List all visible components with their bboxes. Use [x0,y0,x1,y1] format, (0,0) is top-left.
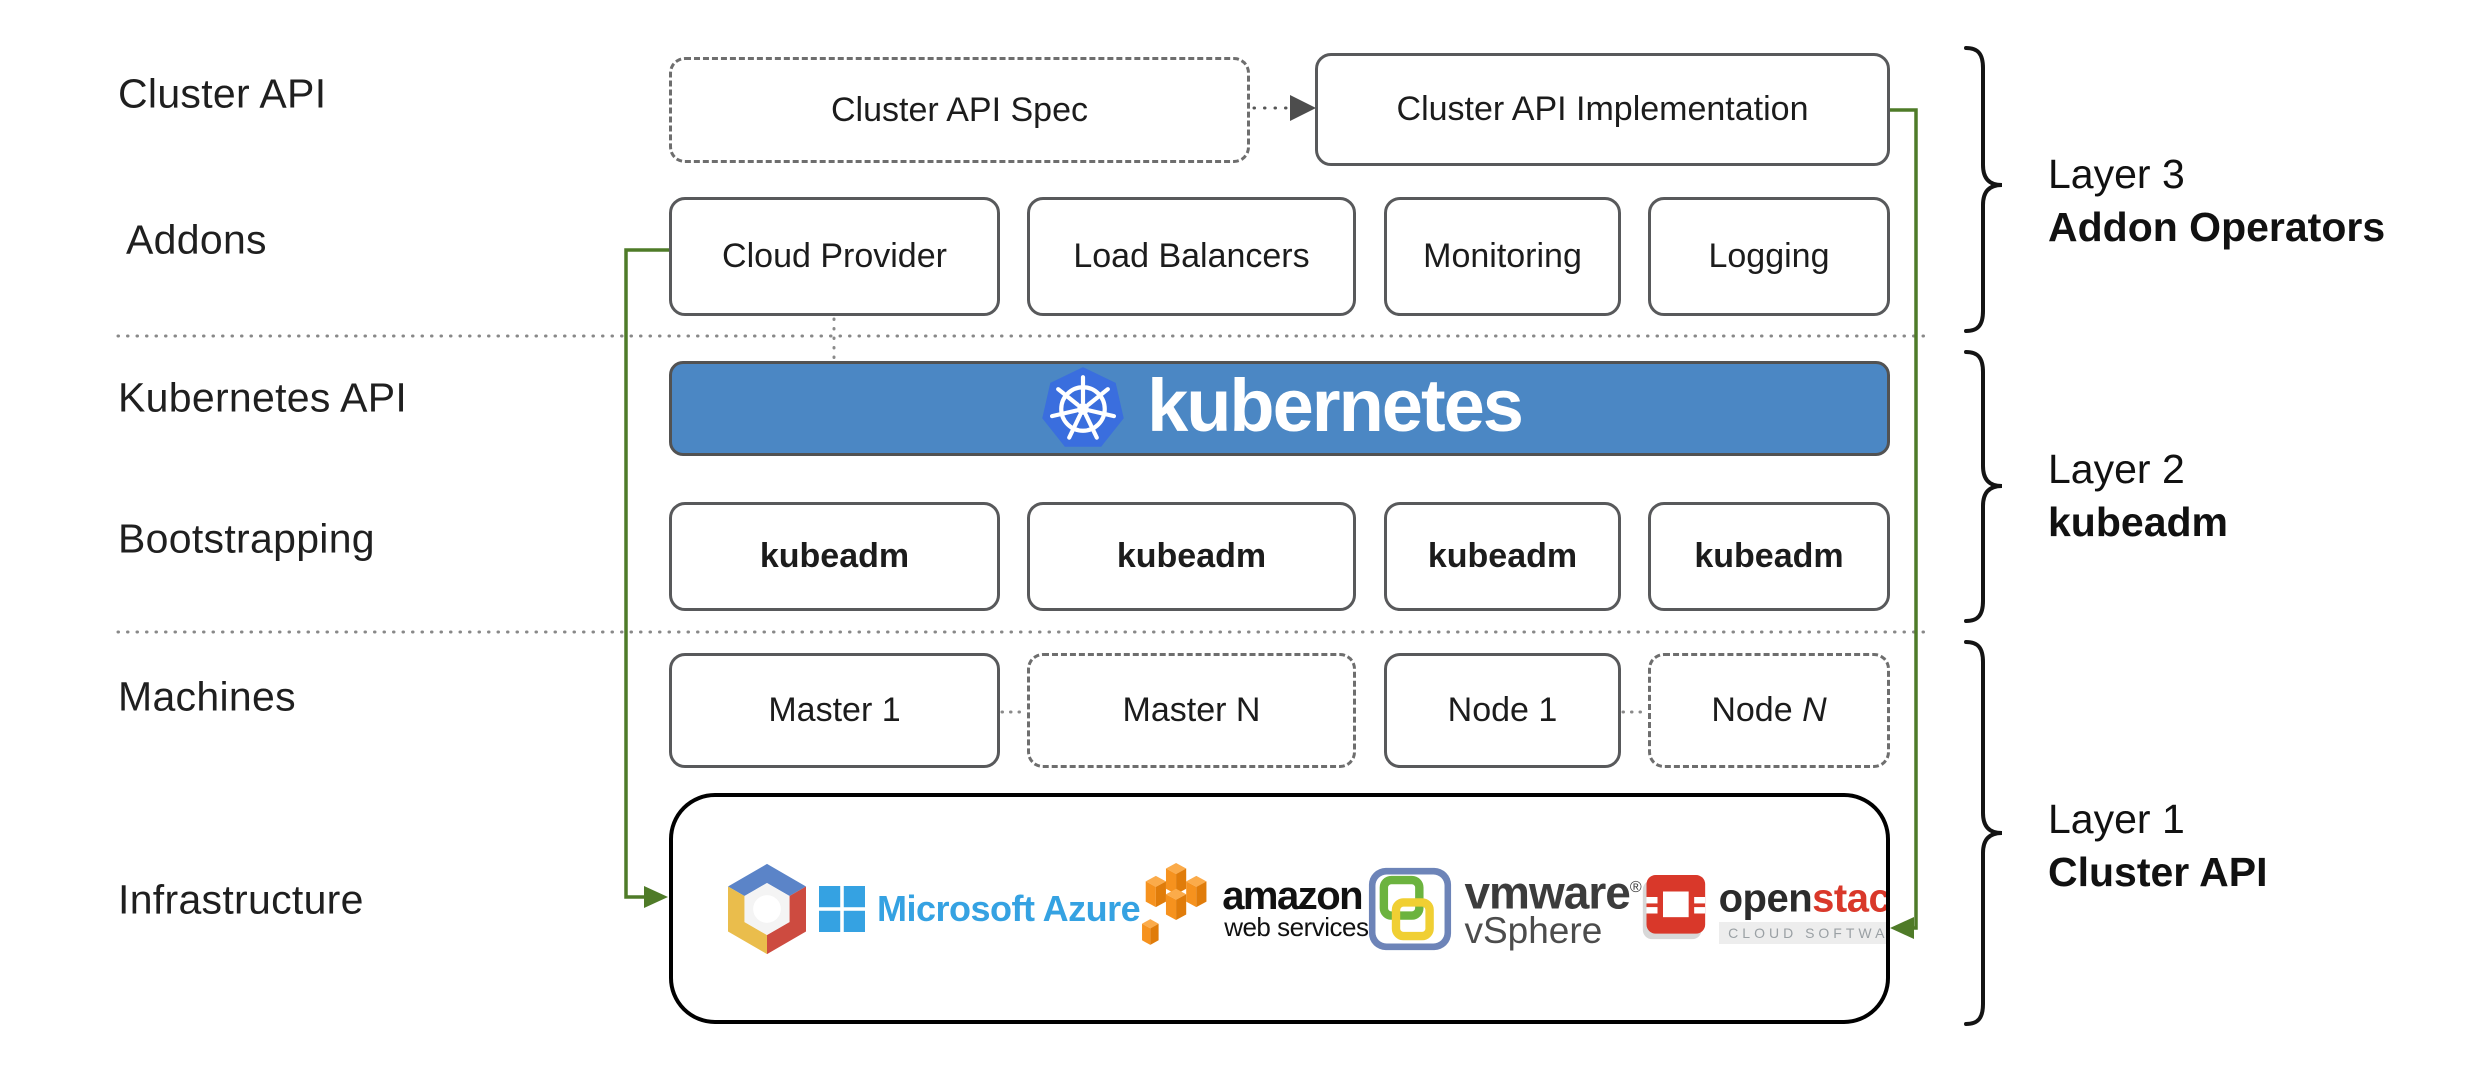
machine-box-node-1: Node 1 [1384,653,1621,768]
row-label-addons: Addons [126,216,267,263]
layer-3-title: Layer 3 [2048,151,2185,197]
layer-3-subtitle: Addon Operators [2048,204,2386,250]
addon-label: Load Balancers [1073,237,1310,275]
kubeadm-label: kubeadm [1427,537,1578,575]
layer-2-brace [1964,350,2003,623]
kubernetes-banner: kubernetes [669,361,1890,456]
addon-box-load-balancers: Load Balancers [1027,197,1356,316]
machine-label: Node N [1711,691,1827,729]
web-services-wordmark: web services [1224,911,1369,942]
row-label-kubernetes-api: Kubernetes API [118,374,408,421]
addon-label: Cloud Provider [722,237,947,275]
green-connector-right-arrowhead [1890,917,1914,939]
machine-box-master-n: Master N [1027,653,1356,768]
kubeadm-box-1: kubeadm [669,502,1000,611]
kubernetes-wheel-icon [1042,366,1124,447]
machine-label: Node 1 [1447,691,1558,729]
addon-box-cloud-provider: Cloud Provider [669,197,1000,316]
row-label-machines: Machines [118,673,296,720]
cluster-api-spec-label: Cluster API Spec [830,90,1088,129]
addon-box-monitoring: Monitoring [1384,197,1621,316]
machine-box-master-1: Master 1 [669,653,1000,768]
kubeadm-box-4: kubeadm [1648,502,1890,611]
amazon-web-services-logo: amazon web services [1140,862,1369,955]
google-cloud-icon [728,863,806,954]
cluster-api-implementation-label: Cluster API Implementation [1396,90,1809,128]
microsoft-azure-logo: Microsoft Azure [819,885,1141,932]
openstack-cloud-software-tagline: CLOUD SOFTWARE [1718,922,1886,945]
aws-cubes-icon [1142,862,1207,945]
row-label-infrastructure: Infrastructure [118,876,364,923]
addon-box-logging: Logging [1648,197,1890,316]
openstack-icon [1642,875,1705,940]
kubeadm-label: kubeadm [1694,537,1844,575]
cluster-api-spec-box: Cluster API Spec [669,57,1250,163]
kubeadm-box-3: kubeadm [1384,502,1621,611]
amazon-wordmark: amazon [1222,873,1363,918]
green-connector-left-arrowhead [644,886,668,908]
kubeadm-box-2: kubeadm [1027,502,1356,611]
openstack-wordmark: openstack™ [1718,876,1890,921]
layer-2-label: Layer 2 kubeadm [2048,443,2228,549]
infrastructure-box: Microsoft Azure amazon web services [669,793,1890,1024]
kubeadm-label: kubeadm [759,537,910,575]
kubernetes-wordmark: kubernetes [1147,364,1524,447]
cluster-api-implementation-box: Cluster API Implementation [1315,53,1890,166]
green-connector-right [1890,108,1918,930]
row-label-cluster-api: Cluster API [118,70,327,117]
vsphere-wordmark: vSphere [1464,909,1603,951]
machine-box-node-n: Node N [1648,653,1890,768]
green-connector-left [624,248,669,899]
addon-label: Logging [1708,237,1830,275]
vmware-wordmark: vmware® [1464,866,1641,919]
kubeadm-label: kubeadm [1116,537,1267,575]
layer-1-subtitle: Cluster API [2048,849,2268,895]
layer-3-brace [1964,46,2003,333]
azure-window-icon [819,885,865,932]
machine-label: Master N [1122,691,1261,729]
google-cloud-platform-logo [715,857,819,961]
layer-1-brace [1964,640,2003,1026]
azure-wordmark: Microsoft Azure [877,887,1141,929]
layer-1-title: Layer 1 [2048,796,2185,842]
layer-2-title: Layer 2 [2048,446,2185,492]
vmware-vsphere-logo: vmware® vSphere [1368,866,1642,951]
layer-2-subtitle: kubeadm [2048,499,2228,545]
addon-label: Monitoring [1423,237,1582,275]
spec-to-implementation-arrowhead [1290,95,1316,121]
row-label-bootstrapping: Bootstrapping [118,515,375,562]
layer-1-label: Layer 1 Cluster API [2048,793,2267,899]
layer-3-label: Layer 3 Addon Operators [2048,148,2385,254]
openstack-logo: openstack™ CLOUD SOFTWARE [1641,873,1890,945]
machine-label: Master 1 [768,691,901,729]
vmware-vsphere-icon [1369,867,1452,950]
